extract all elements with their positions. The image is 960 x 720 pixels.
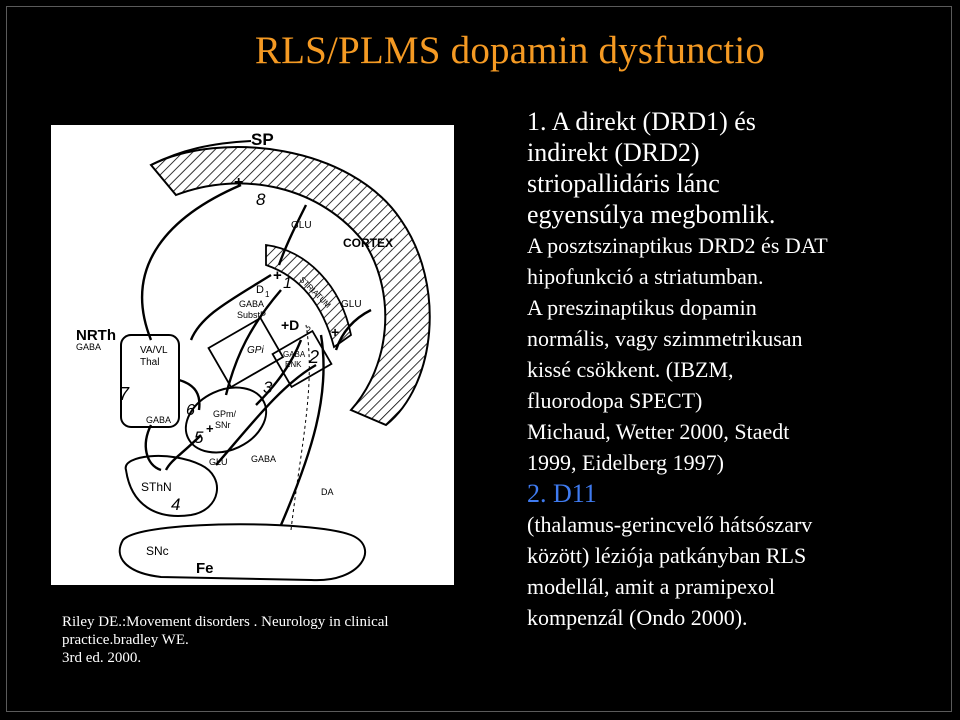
text-line: A posztszinaptikus DRD2 és DAT: [527, 233, 828, 258]
label-plus-right: +: [331, 324, 339, 340]
label-plus-d2: +D: [281, 317, 299, 333]
label-plus8: +: [234, 174, 243, 191]
label-gpi: GPi: [247, 345, 264, 356]
label-snr: SNr: [215, 420, 231, 430]
figure-citation: Riley DE.:Movement disorders . Neurology…: [62, 613, 452, 667]
label-n6: 6: [186, 402, 195, 419]
citation-line-1: Riley DE.:Movement disorders . Neurology…: [62, 614, 389, 630]
sthn-shape: [124, 454, 218, 517]
cortex-region: [149, 146, 431, 427]
label-fe: Fe: [196, 560, 214, 577]
text-line: között) léziója patkányban RLS: [527, 543, 807, 568]
label-n7: 7: [119, 384, 130, 404]
slide-border: [6, 6, 952, 712]
label-da: DA: [321, 487, 334, 497]
label-glu-right: GLU: [341, 299, 362, 310]
text-line: A preszinaptikus dopamin: [527, 295, 757, 320]
text-line: kompenzál (Ondo 2000).: [527, 605, 748, 630]
label-n4: 4: [171, 495, 180, 514]
label-gaba-substp: GABA: [239, 299, 264, 309]
label-d2-sub: 2: [306, 325, 311, 335]
snc-shape: [118, 523, 367, 582]
text-line: indirekt (DRD2): [527, 138, 700, 167]
label-gpm: GPm/: [213, 409, 237, 419]
slide-title: RLS/PLMS dopamin dysfunctio: [254, 29, 766, 72]
label-thal: Thal: [140, 357, 159, 368]
label-d1-sub: 1: [265, 290, 270, 299]
body-text: 1. A direkt (DRD1) és indirekt (DRD2) st…: [527, 106, 947, 633]
text-line: 1. A direkt (DRD1) és: [527, 107, 756, 136]
label-sthn: SThN: [141, 480, 172, 494]
label-substp: SubstP: [237, 310, 266, 320]
label-gaba-mid: GABA: [146, 415, 171, 425]
label-n8: 8: [256, 190, 266, 209]
gpm-snr-shape: [184, 386, 268, 454]
gpi-box: [207, 316, 285, 389]
label-n2: 2: [308, 347, 319, 367]
label-enk: ENK: [285, 360, 302, 369]
label-d1: D: [256, 284, 264, 296]
text-line: Michaud, Wetter 2000, Staedt: [527, 419, 790, 444]
label-glu-sthn: GLU: [209, 457, 228, 467]
text-line-highlight: 2. D11: [527, 479, 597, 508]
label-nrth-gaba: GABA: [76, 342, 101, 352]
label-plus1: +: [273, 267, 282, 284]
label-n5: 5: [194, 428, 204, 447]
label-plus5: +: [206, 421, 214, 436]
label-n1: 1: [283, 275, 292, 292]
striatum-region: [265, 243, 352, 349]
label-gaba-enk: GABA: [283, 350, 306, 359]
label-snc: SNc: [146, 544, 169, 558]
label-sp: SP: [251, 130, 274, 149]
text-line: egyensúlya megbomlik.: [527, 200, 776, 229]
label-n3: 3: [263, 378, 273, 397]
text-line: (thalamus-gerincvelő hátsószarv: [527, 512, 813, 537]
label-cortex: CORTEX: [343, 236, 393, 250]
text-line: striopallidáris lánc: [527, 169, 720, 198]
citation-line-3: 3rd ed. 2000.: [62, 650, 142, 666]
text-line: 1999, Eidelberg 1997): [527, 450, 724, 475]
label-gaba-low: GABA: [251, 454, 276, 464]
basal-ganglia-diagram: SP + 8 CORTEX GLU GLU STRIATUM + 1 D 1 +…: [51, 125, 454, 585]
text-line: kissé csökkent. (IBZM,: [527, 357, 734, 382]
citation-line-2: practice.bradley WE.: [62, 632, 189, 648]
text-line: hipofunkció a striatumban.: [527, 264, 764, 289]
label-vavl: VA/VL: [140, 345, 168, 356]
text-line: normális, vagy szimmetrikusan: [527, 326, 803, 351]
label-nrth: NRTh: [76, 327, 116, 344]
label-glu-top: GLU: [291, 220, 312, 231]
text-line: modellál, amit a pramipexol: [527, 574, 776, 599]
text-line: fluorodopa SPECT): [527, 388, 703, 413]
